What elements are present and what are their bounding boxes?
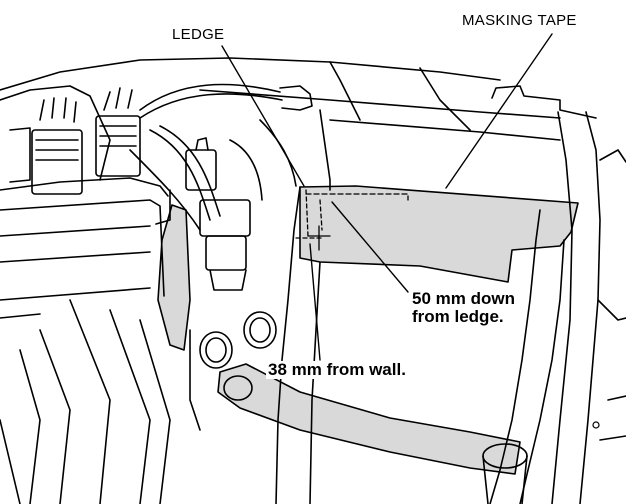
- ledge-leader: [221, 45, 305, 187]
- leader-lines: [221, 33, 553, 361]
- mark-location: [295, 189, 409, 251]
- down-from-ledge-callout: 50 mm down from ledge.: [412, 290, 515, 326]
- down-from-ledge-line-1: 50 mm down: [412, 289, 515, 308]
- masking-tape-strip: [299, 185, 579, 283]
- mark-crosshair: [307, 225, 331, 251]
- from-wall-callout: 38 mm from wall.: [266, 360, 408, 379]
- left-module: [0, 85, 171, 504]
- from-wall-leader: [309, 243, 321, 361]
- ledge-label: LEDGE: [172, 26, 225, 43]
- wiring-harness: [129, 83, 313, 291]
- down-from-ledge-line-2: from ledge.: [412, 306, 504, 326]
- grommet-holes: [189, 311, 277, 431]
- masking-tape-leader: [445, 33, 553, 189]
- right-bracket: [482, 85, 626, 504]
- lower-tape-strip: [217, 363, 521, 475]
- masking-tape-label: MASKING TAPE: [462, 12, 577, 29]
- down-from-ledge-leader: [331, 201, 409, 293]
